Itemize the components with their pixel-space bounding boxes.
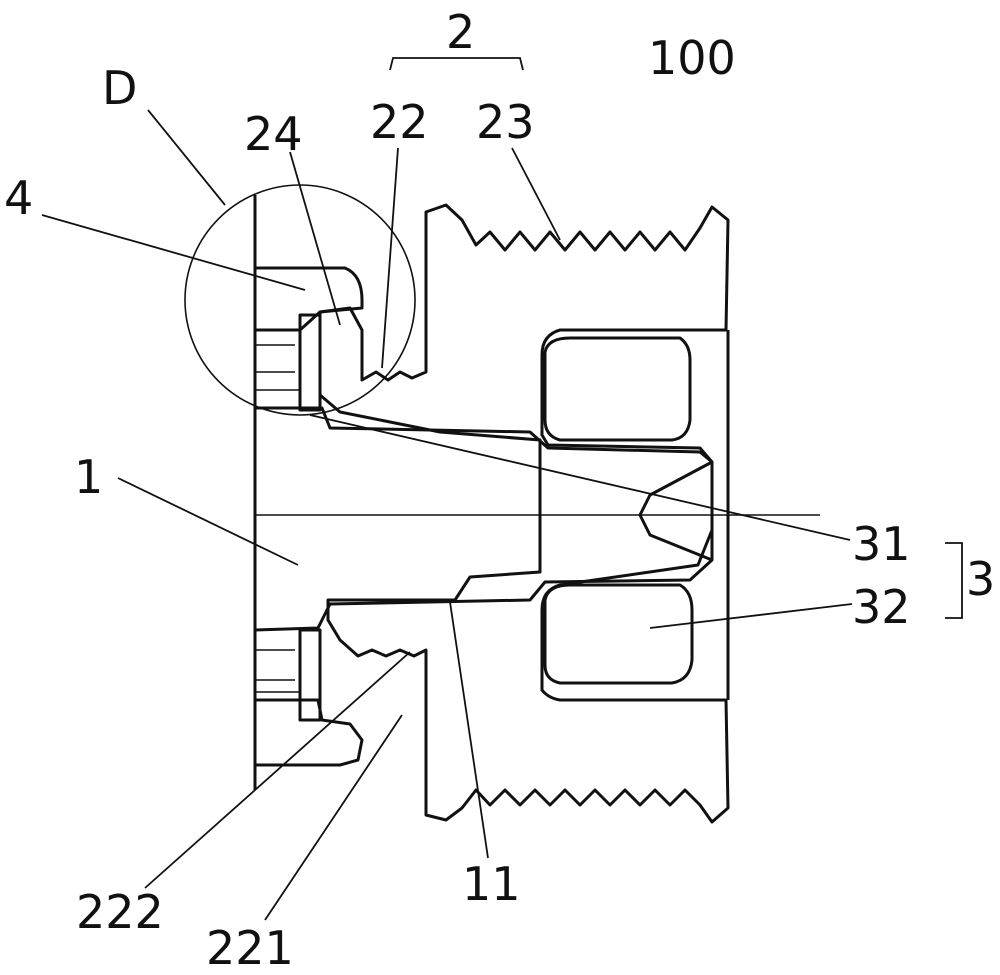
leader-22 bbox=[381, 147, 399, 369]
seal-lower bbox=[298, 628, 322, 722]
leader-32 bbox=[649, 603, 853, 629]
seal-detail-upper bbox=[255, 344, 300, 391]
label-assembly: 100 bbox=[648, 31, 736, 85]
label-24: 24 bbox=[244, 107, 303, 161]
ring-upper bbox=[253, 266, 364, 332]
label-11: 11 bbox=[462, 857, 521, 911]
shaft-end-cone bbox=[638, 460, 713, 562]
leader-11 bbox=[449, 601, 489, 859]
label-23: 23 bbox=[476, 95, 535, 149]
bracket-3 bbox=[945, 542, 963, 619]
insert-bottom bbox=[543, 583, 694, 685]
leader-221 bbox=[264, 714, 403, 921]
label-3: 3 bbox=[966, 552, 995, 606]
label-group-2: 2 bbox=[446, 5, 475, 59]
leader-222 bbox=[144, 651, 411, 889]
label-32: 32 bbox=[852, 580, 911, 634]
seal-detail-lower bbox=[255, 649, 300, 693]
leader-31 bbox=[309, 414, 851, 541]
leader-1 bbox=[117, 477, 299, 566]
leader-4 bbox=[41, 214, 306, 291]
seal-upper bbox=[298, 313, 322, 412]
insert-top bbox=[543, 336, 692, 442]
label-1: 1 bbox=[74, 450, 103, 504]
pulley-body bbox=[318, 203, 730, 824]
label-221: 221 bbox=[206, 921, 294, 975]
label-detail-d: D bbox=[102, 61, 137, 115]
label-222: 222 bbox=[76, 885, 164, 939]
label-22: 22 bbox=[370, 95, 429, 149]
leader-24 bbox=[289, 151, 341, 326]
bracket-2 bbox=[389, 57, 524, 71]
leader-d bbox=[147, 109, 226, 206]
label-4: 4 bbox=[4, 171, 33, 225]
label-31: 31 bbox=[852, 517, 911, 571]
leader-23 bbox=[511, 147, 561, 241]
